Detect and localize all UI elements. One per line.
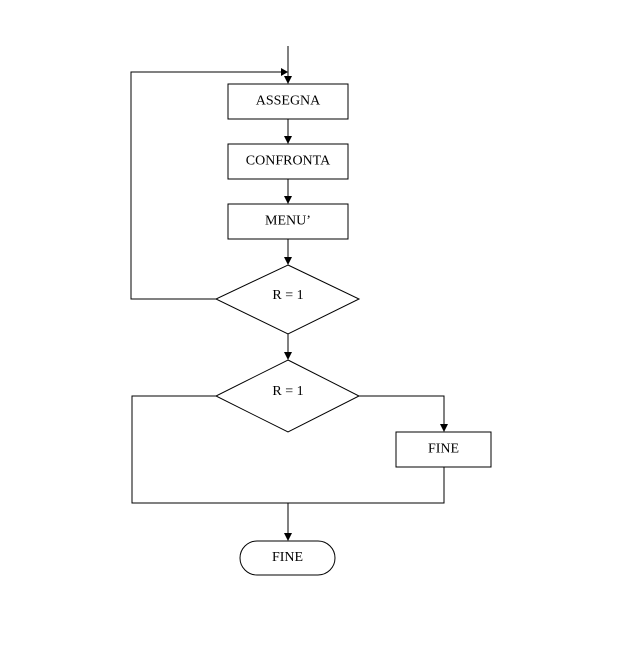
entry-arrowhead	[284, 76, 292, 84]
arrowhead-assegna-confronta	[284, 136, 292, 144]
loop-back-connector	[130, 71, 281, 300]
node-confronta: CONFRONTA	[227, 143, 349, 180]
node-decision-1-label: R = 1	[272, 288, 303, 303]
node-decision-2: R = 1	[214, 359, 361, 433]
node-decision-2-label: R = 1	[272, 384, 303, 399]
arrowhead-decision1-decision2	[284, 352, 292, 360]
loop-back-arrowhead	[281, 68, 288, 76]
node-fine-box: FINE	[395, 431, 492, 468]
node-menu: MENU’	[227, 203, 349, 240]
connector-decision2-left-branch	[131, 395, 445, 504]
node-fine-box-label: FINE	[428, 442, 459, 457]
arrowhead-merge-fine-terminal	[284, 533, 292, 541]
node-assegna-label: ASSEGNA	[256, 94, 321, 109]
node-fine-terminal-label: FINE	[272, 550, 303, 565]
arrowhead-confronta-menu	[284, 196, 292, 204]
node-assegna: ASSEGNA	[227, 83, 349, 120]
connector-decision2-fine-box	[359, 395, 445, 424]
node-confronta-label: CONFRONTA	[246, 154, 331, 169]
node-menu-label: MENU’	[265, 214, 311, 229]
node-fine-terminal: FINE	[239, 540, 336, 576]
node-decision-1: R = 1	[214, 264, 361, 335]
arrowhead-menu-decision1	[284, 257, 292, 265]
arrowhead-decision2-fine-box	[440, 424, 448, 432]
